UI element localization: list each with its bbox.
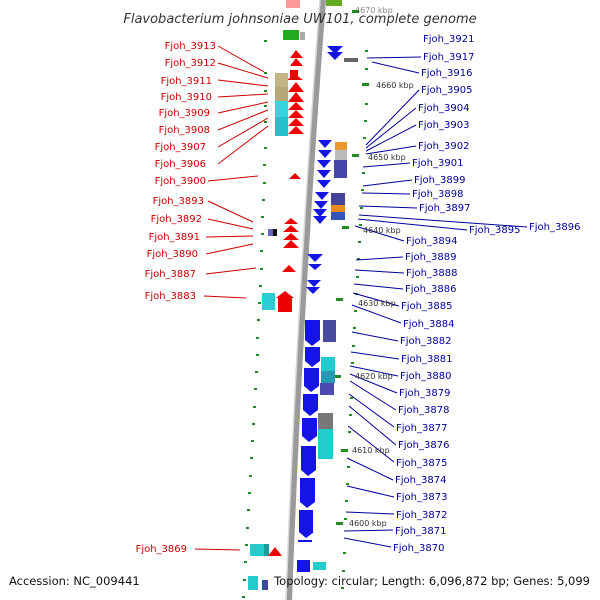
gene-label[interactable]: Fjoh_3905: [421, 85, 472, 96]
reverse-genes-lower: [297, 254, 323, 572]
gene-label[interactable]: Fjoh_3904: [418, 103, 469, 114]
kbp-label: 4640 kbp: [363, 226, 401, 235]
top-features: [283, 0, 342, 40]
gene-label[interactable]: Fjoh_3894: [406, 236, 457, 247]
kbp-label: 4630 kbp: [358, 299, 396, 308]
accession-text: Accession: NC_009441: [9, 574, 140, 588]
gene-label[interactable]: Fjoh_3909: [159, 108, 210, 119]
gene-label[interactable]: Fjoh_3912: [165, 58, 216, 69]
gene-label[interactable]: Fjoh_3884: [403, 319, 454, 330]
kbp-labels: 4670 kbp 4660 kbp 4650 kbp 4640 kbp 4630…: [349, 6, 414, 528]
map-title: Flavobacterium johnsoniae UW101, complet…: [123, 12, 476, 27]
gene-label[interactable]: Fjoh_3899: [414, 175, 465, 186]
gene-label[interactable]: Fjoh_3913: [165, 41, 216, 52]
right-connectors: [343, 56, 528, 548]
gene-label[interactable]: Fjoh_3893: [153, 196, 204, 207]
gene-label[interactable]: Fjoh_3882: [400, 336, 451, 347]
gene-label[interactable]: Fjoh_3895: [469, 225, 520, 236]
small-blocks-middle: [262, 229, 277, 310]
gene-label[interactable]: Fjoh_3901: [412, 158, 463, 169]
gene-label[interactable]: Fjoh_3879: [399, 388, 450, 399]
gene-label[interactable]: Fjoh_3871: [395, 526, 446, 537]
gene-label[interactable]: Fjoh_3888: [406, 268, 457, 279]
gene-label[interactable]: Fjoh_3878: [398, 405, 449, 416]
gene-label[interactable]: Fjoh_3876: [398, 440, 449, 451]
backbone-highlight: [285, 0, 321, 600]
kbp-tick-marks: [334, 10, 369, 525]
color-blocks-right-upper: [331, 58, 358, 220]
gene-label[interactable]: Fjoh_3900: [155, 176, 206, 187]
chromosome-backbone: [286, 0, 326, 600]
gene-label[interactable]: Fjoh_3916: [421, 68, 472, 79]
gene-label[interactable]: Fjoh_3880: [400, 371, 451, 382]
gene-label[interactable]: Fjoh_3921: [423, 34, 474, 45]
gene-label[interactable]: Fjoh_3875: [396, 458, 447, 469]
gene-label[interactable]: Fjoh_3910: [161, 92, 212, 103]
genome-summary-text: Topology: circular; Length: 6,096,872 bp…: [273, 574, 590, 588]
kbp-label: 4610 kbp: [352, 446, 390, 455]
color-blocks-right-lower: [313, 320, 336, 570]
gene-label[interactable]: Fjoh_3896: [529, 222, 580, 233]
forward-genes-middle: [276, 218, 299, 312]
kbp-label: 4660 kbp: [376, 81, 414, 90]
color-blocks-upper: [275, 73, 288, 136]
gene-label[interactable]: Fjoh_3917: [423, 52, 474, 63]
forward-genes-upper: [287, 50, 304, 179]
gene-label[interactable]: Fjoh_3891: [149, 232, 200, 243]
kbp-label: 4600 kbp: [349, 519, 387, 528]
gene-label[interactable]: Fjoh_3889: [405, 252, 456, 263]
bottom-features-left: [248, 544, 282, 590]
gene-label[interactable]: Fjoh_3869: [136, 544, 187, 555]
kbp-label: 4670 kbp: [355, 6, 393, 15]
gene-label[interactable]: Fjoh_3892: [151, 214, 202, 225]
kbp-label: 4650 kbp: [368, 153, 406, 162]
left-connectors: [194, 45, 269, 551]
tick-dots-left: [242, 40, 267, 598]
gene-label[interactable]: Fjoh_3877: [396, 423, 447, 434]
gene-label[interactable]: Fjoh_3870: [393, 543, 444, 554]
gene-label[interactable]: Fjoh_3898: [412, 189, 463, 200]
gene-label[interactable]: Fjoh_3902: [418, 141, 469, 152]
kbp-label: 4620 kbp: [355, 372, 393, 381]
gene-label[interactable]: Fjoh_3906: [155, 159, 206, 170]
gene-label[interactable]: Fjoh_3886: [405, 284, 456, 295]
gene-label[interactable]: Fjoh_3872: [396, 510, 447, 521]
tick-dots-right: [341, 50, 368, 589]
gene-label[interactable]: Fjoh_3887: [145, 269, 196, 280]
reverse-genes-upper: [313, 46, 343, 224]
gene-label[interactable]: Fjoh_3903: [418, 120, 469, 131]
gene-label[interactable]: Fjoh_3911: [161, 76, 212, 87]
gene-label[interactable]: Fjoh_3890: [147, 249, 198, 260]
gene-label[interactable]: Fjoh_3897: [419, 203, 470, 214]
gene-label[interactable]: Fjoh_3874: [395, 475, 446, 486]
gene-label[interactable]: Fjoh_3881: [401, 354, 452, 365]
right-gene-labels: Fjoh_3921 Fjoh_3917 Fjoh_3916 Fjoh_3905 …: [393, 34, 580, 554]
gene-label[interactable]: Fjoh_3883: [145, 291, 196, 302]
gene-label[interactable]: Fjoh_3907: [155, 142, 206, 153]
left-gene-labels: Fjoh_3913 Fjoh_3912 Fjoh_3911 Fjoh_3910 …: [136, 41, 216, 555]
gene-label[interactable]: Fjoh_3885: [401, 301, 452, 312]
gene-label[interactable]: Fjoh_3873: [396, 492, 447, 503]
gene-label[interactable]: Fjoh_3908: [159, 125, 210, 136]
